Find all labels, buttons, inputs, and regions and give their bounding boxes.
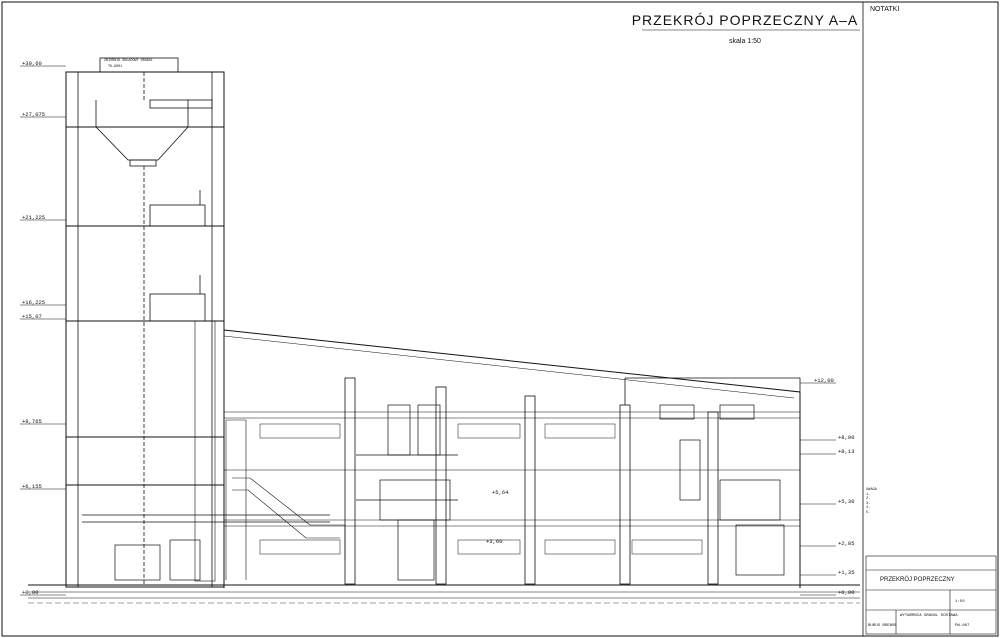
- drawing-title-block: PRZEKRÓJ POPRZECZNY A–A skala 1:50: [630, 12, 860, 45]
- notes-line: 2.: [866, 497, 871, 502]
- annex-structure: [624, 377, 801, 405]
- level-label-mid: +5,64: [492, 489, 509, 496]
- level-label-right: +1,35: [838, 569, 855, 576]
- level-label: +21,225: [22, 214, 46, 221]
- drawing-scale: skala 1:50: [729, 38, 761, 45]
- level-label: +30,60: [22, 60, 42, 67]
- level-markers-right: [800, 382, 836, 596]
- hall-roof: [223, 329, 801, 588]
- notes-line: 1.: [866, 492, 871, 497]
- level-label-right: +2,85: [838, 540, 855, 547]
- notes-line: 5.: [866, 510, 871, 515]
- notes-block: UWAGA 1. 2. 3. 4. 5.: [866, 488, 994, 516]
- hall-columns: [344, 377, 719, 585]
- tower-top-label: ZBIORNIK SKŁADOWY GRANUL: [104, 59, 153, 63]
- title-block-frame: [865, 555, 997, 635]
- level-label: +15,07: [22, 313, 42, 320]
- sheet-scale: 1:50: [955, 600, 965, 604]
- notes-line: 4.: [866, 506, 871, 511]
- level-label-mid: +3,60: [486, 538, 503, 545]
- tower-tag: TK–8001: [108, 65, 123, 69]
- sheet-name: PRZEKRÓJ POPRZECZNY: [880, 577, 955, 583]
- level-label: +9,765: [22, 418, 42, 425]
- drawing-title: PRZEKRÓJ POPRZECZNY A–A: [631, 12, 859, 28]
- level-label-right: +12,00: [814, 377, 834, 384]
- drawing-number: PW–007: [955, 624, 970, 628]
- notes-heading: UWAGA: [866, 488, 877, 492]
- storage-tower: [65, 57, 225, 588]
- level-label: +27,075: [22, 111, 46, 118]
- level-label-right: +5,30: [838, 498, 855, 505]
- level-label-right: +8,90: [838, 434, 855, 441]
- stair-structure: [194, 320, 346, 582]
- level-label: +6,155: [22, 483, 42, 490]
- level-label: +16,225: [22, 299, 46, 306]
- project-name: WYTWÓRNIA GRANUL DOSTAWA: [900, 614, 958, 618]
- level-label: +0,00: [22, 589, 39, 596]
- notes-header: NOTATKI: [870, 6, 900, 13]
- level-label-right: +0,00: [838, 589, 855, 596]
- level-label-right: +8,13: [838, 448, 855, 455]
- notes-line: 3.: [866, 501, 871, 506]
- level-markers-left: [20, 65, 66, 596]
- company-logo-text: BURUS BRENSE: [868, 624, 897, 628]
- pellet-mill-equipment: [82, 404, 785, 581]
